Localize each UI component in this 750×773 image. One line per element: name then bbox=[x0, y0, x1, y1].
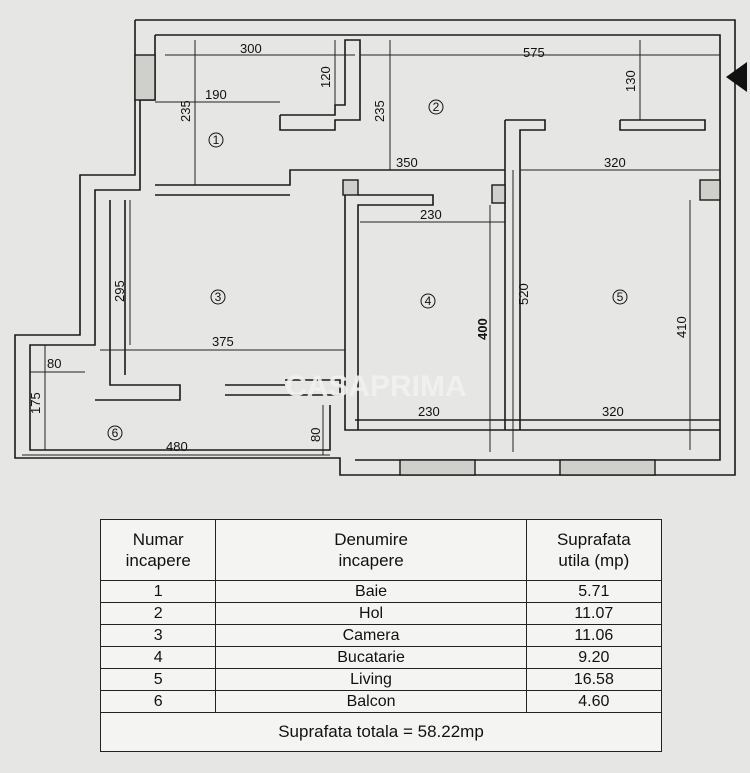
dim-230-bottom: 230 bbox=[418, 404, 440, 419]
dim-400: 400 bbox=[475, 318, 490, 340]
table-row: 5 Living 16.58 bbox=[99, 668, 663, 691]
dim-410: 410 bbox=[674, 316, 689, 338]
room-area: 4.60 bbox=[525, 690, 663, 713]
room-area: 9.20 bbox=[525, 646, 663, 669]
dim-175: 175 bbox=[28, 392, 43, 414]
dimension-lines bbox=[22, 40, 720, 456]
dim-575: 575 bbox=[523, 45, 545, 60]
room-area: 11.07 bbox=[525, 602, 663, 625]
room-number: 3 bbox=[99, 624, 217, 647]
dimension-labels: 300 575 190 120 235 235 130 350 320 230 … bbox=[28, 41, 689, 454]
floor-plan: 300 575 190 120 235 235 130 350 320 230 … bbox=[14, 19, 747, 476]
total-area: Suprafata totala = 58.22mp bbox=[100, 712, 662, 752]
svg-text:4: 4 bbox=[425, 294, 432, 308]
table-row: 6 Balcon 4.60 bbox=[99, 690, 663, 713]
room-name: Camera bbox=[215, 624, 527, 647]
room-name: Baie bbox=[215, 580, 527, 603]
room-marker-1: 1 bbox=[208, 132, 224, 148]
room-area: 16.58 bbox=[525, 668, 663, 691]
room-number: 2 bbox=[99, 602, 217, 625]
table-row: 1 Baie 5.71 bbox=[99, 580, 663, 603]
dim-80-balcony: 80 bbox=[47, 356, 61, 371]
svg-text:1: 1 bbox=[213, 133, 220, 147]
room-area: 5.71 bbox=[525, 580, 663, 603]
dim-520: 520 bbox=[516, 283, 531, 305]
dim-230-top: 230 bbox=[420, 207, 442, 222]
room-marker-6: 6 bbox=[107, 425, 123, 441]
dim-190: 190 bbox=[205, 87, 227, 102]
svg-text:6: 6 bbox=[112, 426, 119, 440]
room-marker-4: 4 bbox=[420, 293, 436, 309]
dim-235-right: 235 bbox=[372, 100, 387, 122]
room-marker-2: 2 bbox=[428, 99, 444, 115]
table-row: 3 Camera 11.06 bbox=[99, 624, 663, 647]
room-marker-3: 3 bbox=[210, 289, 226, 305]
room-number: 5 bbox=[99, 668, 217, 691]
dim-350: 350 bbox=[396, 155, 418, 170]
room-area: 11.06 bbox=[525, 624, 663, 647]
dim-235-left: 235 bbox=[178, 100, 193, 122]
room-number: 6 bbox=[99, 690, 217, 713]
dim-480: 480 bbox=[166, 439, 188, 454]
room-name: Bucatarie bbox=[215, 646, 527, 669]
dim-295: 295 bbox=[112, 280, 127, 302]
dim-80-right: 80 bbox=[308, 428, 323, 442]
room-marker-5: 5 bbox=[612, 289, 628, 305]
dim-320-top: 320 bbox=[604, 155, 626, 170]
dim-300: 300 bbox=[240, 41, 262, 56]
svg-text:3: 3 bbox=[215, 290, 222, 304]
table-row: 4 Bucatarie 9.20 bbox=[99, 646, 663, 669]
room-name: Hol bbox=[215, 602, 527, 625]
svg-text:2: 2 bbox=[433, 100, 440, 114]
table-row: 2 Hol 11.07 bbox=[99, 602, 663, 625]
dim-375: 375 bbox=[212, 334, 234, 349]
dim-130: 130 bbox=[623, 70, 638, 92]
svg-text:5: 5 bbox=[617, 290, 624, 304]
watermark: CASAPRIMA bbox=[285, 370, 467, 403]
table-total-row: Suprafata totala = 58.22mp bbox=[100, 712, 662, 752]
room-name: Balcon bbox=[215, 690, 527, 713]
dim-120: 120 bbox=[318, 66, 333, 88]
room-number: 1 bbox=[99, 580, 217, 603]
room-name: Living bbox=[215, 668, 527, 691]
dim-320-bottom: 320 bbox=[602, 404, 624, 419]
entry-arrow-icon bbox=[726, 62, 747, 92]
room-number: 4 bbox=[99, 646, 217, 669]
room-markers: 1 2 3 4 5 6 bbox=[107, 99, 628, 441]
